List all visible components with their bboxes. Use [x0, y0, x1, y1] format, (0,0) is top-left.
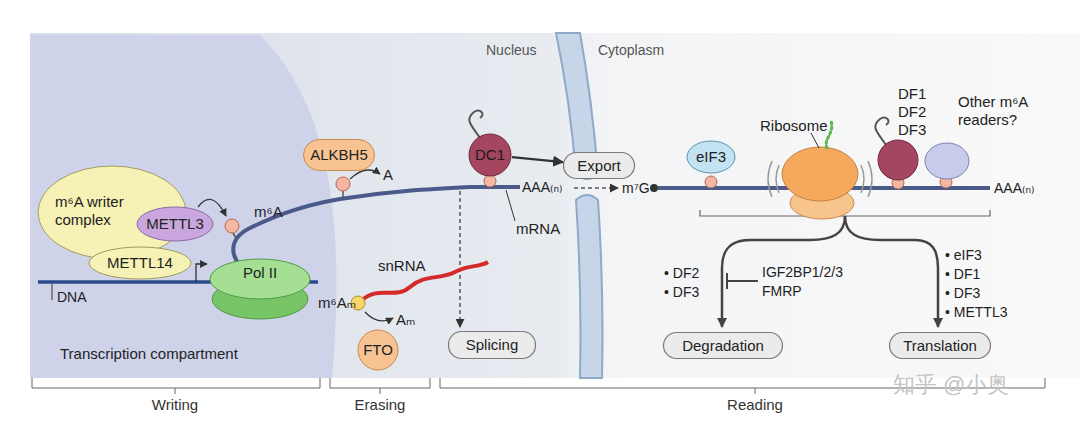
m6a-pin [484, 175, 496, 187]
reader-outline [878, 140, 918, 180]
region-label: Nucleus [486, 42, 537, 59]
node-text: Pol II [208, 264, 312, 282]
factor-bullet: • DF2 [664, 265, 699, 282]
compartment-band: m⁶A writer complexMETTL3METTL14Pol IITra… [30, 35, 335, 378]
modification-label: A [383, 166, 393, 183]
box-outline [664, 333, 783, 359]
protein-ellipse: METTL14 [88, 246, 192, 280]
nuclear-envelope [576, 195, 603, 378]
node-text: Export [563, 152, 635, 179]
leader-line [811, 133, 819, 148]
polya-label: AAA₍ₙ₎ [994, 180, 1034, 197]
stage-label: Reading [727, 396, 783, 413]
reader-ellipse: eIF3 [686, 140, 736, 174]
bracket [330, 378, 430, 394]
reader-circle: DC1 [468, 134, 512, 176]
process-box: Degradation [663, 332, 783, 359]
compartment-shape [30, 35, 336, 378]
inhibitor-label: IGF2BP1/2/3 FMRP [762, 263, 854, 301]
reader-circle: DF1 DF2 DF3 [876, 85, 932, 182]
pin-stem [342, 191, 344, 198]
polya-label: AAA₍ₙ₎ [522, 179, 562, 196]
node-text: ALKBH5 [303, 139, 375, 171]
splicing-arrow [459, 191, 461, 327]
cap-label: m⁷G [622, 180, 650, 197]
factor-bullet: • DF1 [945, 266, 980, 283]
export-arrow [574, 187, 618, 189]
bracket [32, 378, 320, 394]
eraser-circle: FTO [357, 330, 399, 370]
factor-bullet: • METTL3 [945, 304, 1007, 321]
node-text: DC1 [468, 134, 512, 176]
factor-bullet: • eIF3 [945, 247, 982, 264]
process-box: Translation [889, 332, 991, 359]
protein-tail [469, 111, 482, 138]
box-outline [449, 332, 536, 359]
box-outline [890, 333, 991, 359]
strand-label: snRNA [378, 257, 426, 274]
box-outline [564, 153, 635, 179]
reader-outline [469, 134, 511, 176]
protein-tail [875, 118, 888, 145]
reader-outline [687, 141, 735, 173]
node-text: Splicing [448, 331, 536, 359]
ribosome-large-subunit [782, 147, 858, 201]
leader-line [506, 190, 515, 221]
ribosome-shape: Ribosome [745, 117, 861, 225]
inhibition-bar [727, 273, 758, 289]
reader-ellipse: Other m⁶A readers? [924, 93, 1036, 179]
node-text: METTL14 [88, 246, 192, 280]
m6a-pin [705, 176, 717, 188]
panel-background [30, 33, 1080, 378]
node-text: Translation [889, 332, 991, 359]
stage-label: Erasing [355, 396, 406, 413]
reader-outline [925, 143, 969, 179]
modification-label: Aₘ [396, 311, 415, 328]
eraser-outline [358, 330, 398, 370]
node-text: DF1 DF2 DF3 [898, 85, 932, 139]
stage-label: Writing [152, 396, 198, 413]
protein-ellipse: METTL3 [136, 206, 214, 242]
strand-label: mRNA [516, 220, 560, 237]
modification-label: m⁶Aₘ [318, 294, 356, 311]
modification-label: m⁶A [254, 203, 283, 220]
m6a-pin [336, 177, 350, 191]
region-label: Cytoplasm [598, 42, 664, 59]
factor-bullet: • DF3 [664, 284, 699, 301]
eraser-box: ALKBH5 [303, 139, 375, 171]
protein-outline [137, 207, 213, 241]
process-box: Export [563, 152, 635, 179]
protein-outline [89, 247, 191, 279]
node-text: Transcription compartment [60, 345, 238, 363]
strand-label: DNA [57, 289, 87, 306]
cap-dot [650, 184, 658, 192]
node-text: Other m⁶A readers? [958, 93, 1036, 129]
node-text: eIF3 [686, 140, 736, 174]
flow-arrow [512, 157, 563, 162]
demethylation-arrow [350, 170, 380, 179]
pathway-arrow [845, 216, 938, 327]
demethylation-arrow [365, 312, 393, 321]
process-box: Splicing [448, 331, 536, 359]
factor-bullet: • DF3 [945, 285, 980, 302]
node-text: Degradation [663, 332, 783, 359]
watermark: 知乎 @小奥 [893, 376, 1009, 393]
node-text: FTO [357, 330, 399, 370]
node-text: METTL3 [136, 206, 214, 242]
node-text: Ribosome [760, 117, 828, 135]
polymerase-blob: Pol II [208, 257, 312, 321]
eraser-outline [304, 140, 375, 171]
